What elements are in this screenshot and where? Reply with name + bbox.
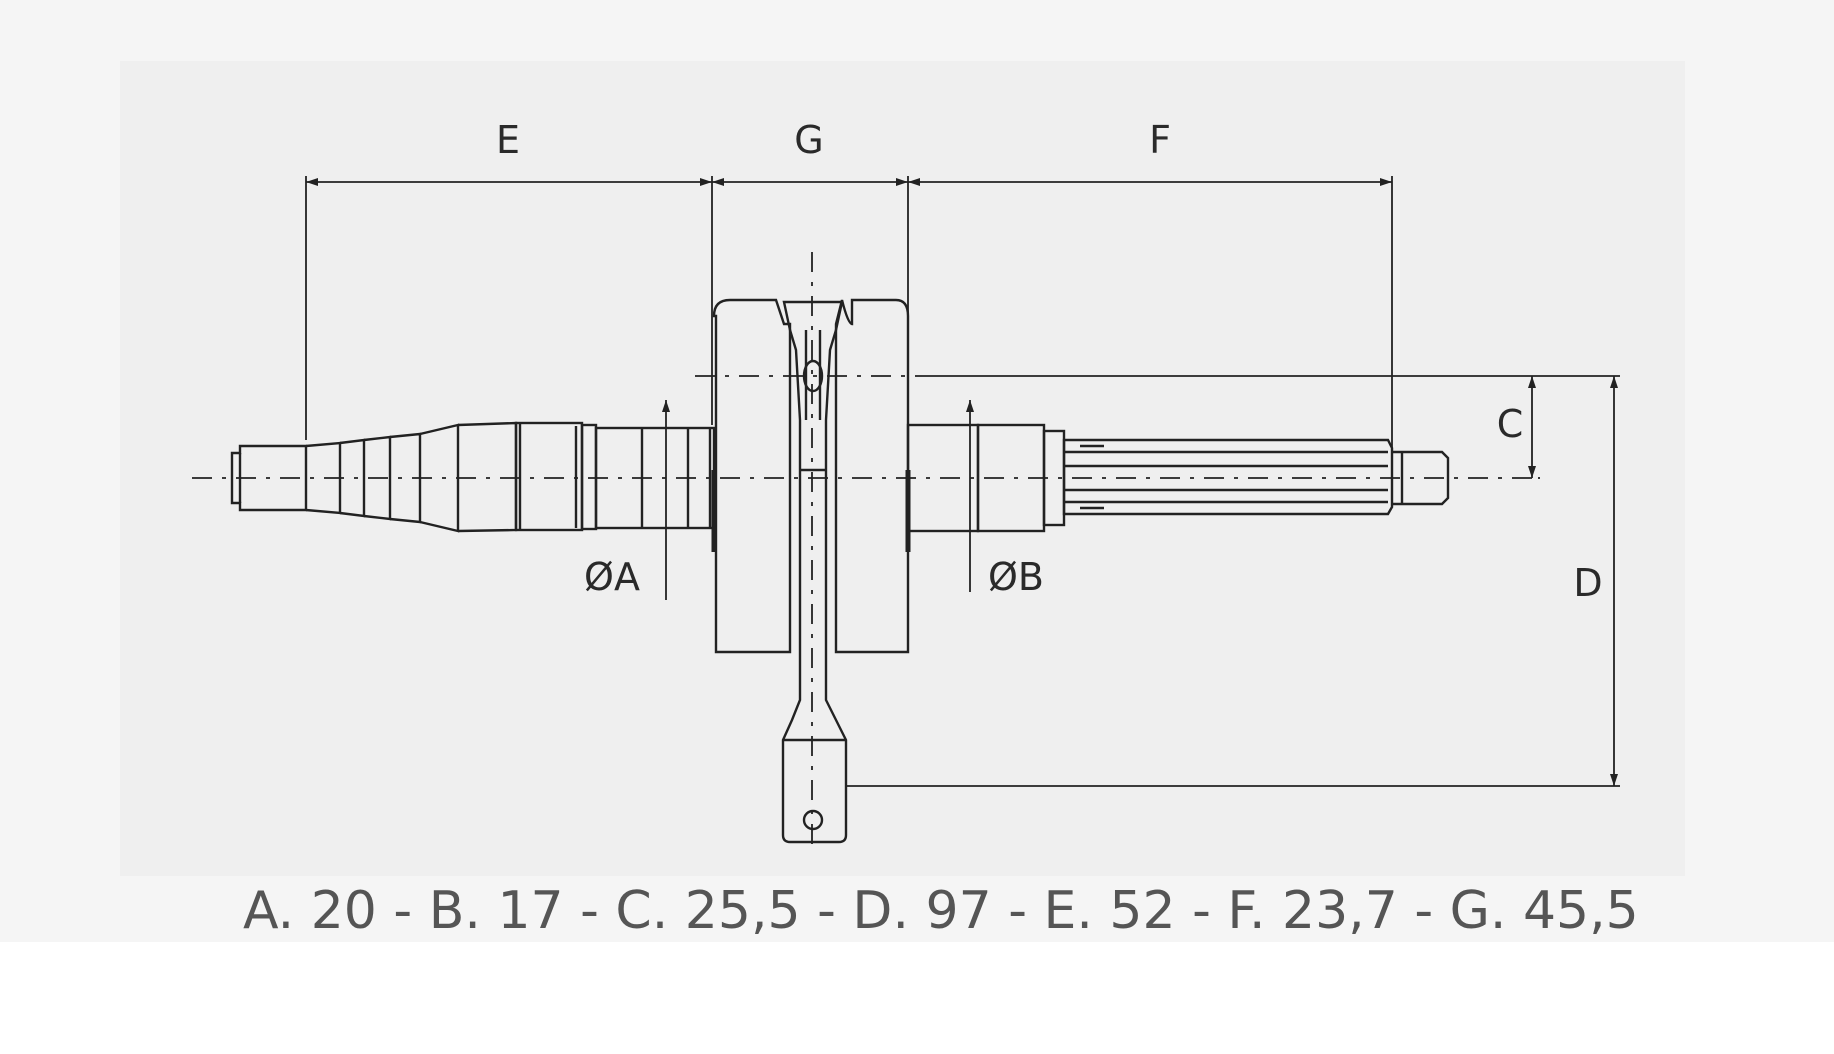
label-e: E <box>496 118 520 162</box>
crank-webs <box>711 298 911 654</box>
left-shaft <box>230 421 716 533</box>
dimension-lines <box>305 176 1620 787</box>
label-a: ØA <box>584 555 640 599</box>
label-f: F <box>1149 118 1171 162</box>
label-c: C <box>1497 402 1524 446</box>
caption-band <box>135 876 1834 942</box>
arrowheads <box>306 178 1618 786</box>
label-g: G <box>794 118 823 162</box>
connecting-rod <box>781 300 848 844</box>
dimension-caption: A. 20 - B. 17 - C. 25,5 - D. 97 - E. 52 … <box>243 881 1639 941</box>
label-b: ØB <box>988 555 1044 599</box>
drawing-panel <box>120 61 1685 876</box>
center-lines <box>192 252 1540 850</box>
label-d: D <box>1573 561 1602 605</box>
right-shaft <box>906 423 1450 533</box>
